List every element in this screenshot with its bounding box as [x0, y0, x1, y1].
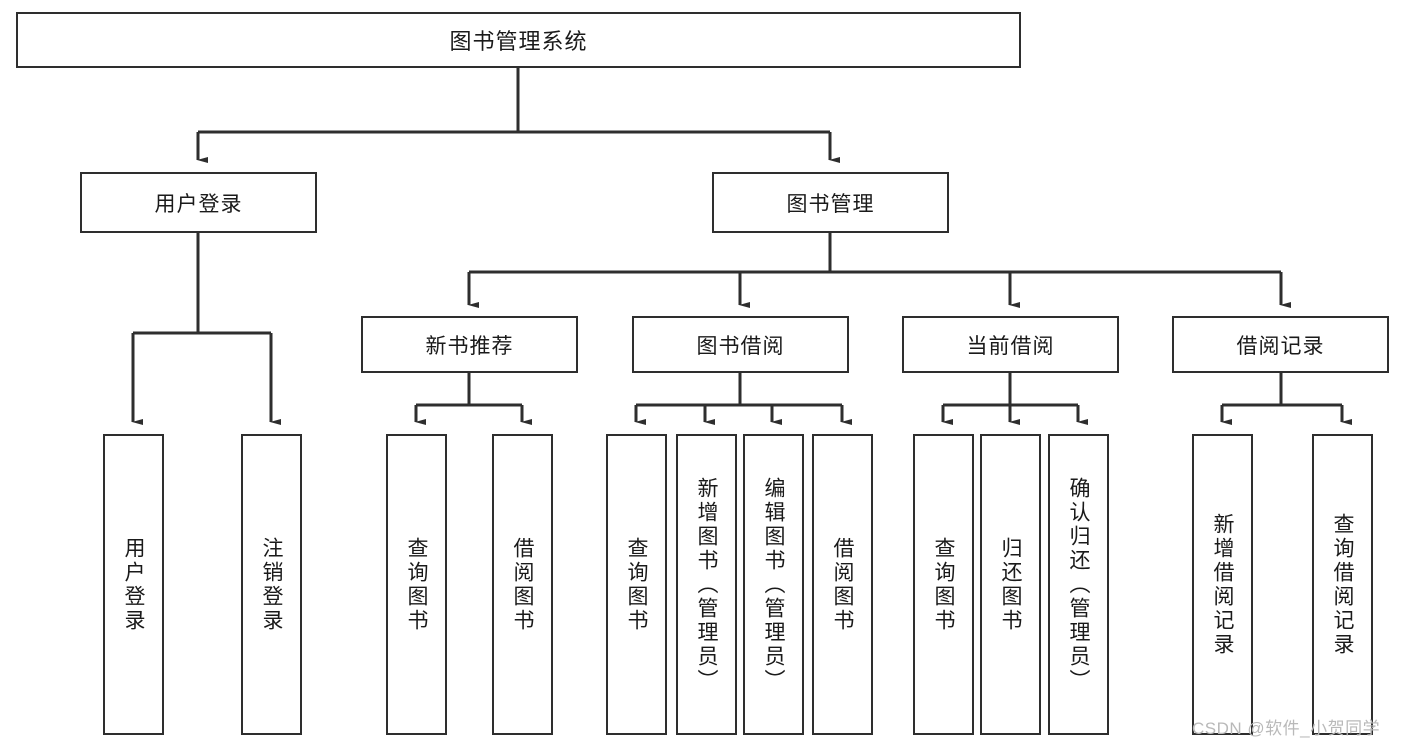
leaf-node-borrow-book-1[interactable]: 借阅图书 — [492, 434, 553, 735]
leaf-label: 新增借阅记录 — [1211, 512, 1234, 657]
watermark: CSDN @软件_小贺同学 — [1192, 719, 1381, 738]
node-book-borrow[interactable]: 图书借阅 — [632, 316, 849, 373]
leaf-label: 归还图书 — [999, 536, 1022, 633]
node-book-management[interactable]: 图书管理 — [712, 172, 949, 233]
leaf-label: 用户登录 — [122, 536, 145, 633]
leaf-label: 查询借阅记录 — [1331, 512, 1354, 657]
node-root-system[interactable]: 图书管理系统 — [16, 12, 1021, 68]
leaf-label: 新增图书（管理员） — [695, 476, 718, 693]
leaf-label: 借阅图书 — [831, 536, 854, 633]
leaf-node-query-book-2[interactable]: 查询图书 — [606, 434, 667, 735]
node-user-login[interactable]: 用户登录 — [80, 172, 317, 233]
leaf-label: 编辑图书（管理员） — [762, 476, 785, 693]
leaf-label: 查询图书 — [405, 536, 428, 633]
leaf-node-confirm-return[interactable]: 确认归还（管理员） — [1048, 434, 1109, 735]
leaf-node-add-book[interactable]: 新增图书（管理员） — [676, 434, 737, 735]
leaf-node-query-book-3[interactable]: 查询图书 — [913, 434, 974, 735]
leaf-label: 确认归还（管理员） — [1067, 476, 1090, 693]
leaf-label: 查询图书 — [932, 536, 955, 633]
leaf-label: 借阅图书 — [511, 536, 534, 633]
node-borrow-record[interactable]: 借阅记录 — [1172, 316, 1389, 373]
node-new-book-recommend[interactable]: 新书推荐 — [361, 316, 578, 373]
leaf-label: 查询图书 — [625, 536, 648, 633]
node-current-borrow[interactable]: 当前借阅 — [902, 316, 1119, 373]
leaf-node-user-login[interactable]: 用户登录 — [103, 434, 164, 735]
leaf-node-borrow-book-2[interactable]: 借阅图书 — [812, 434, 873, 735]
leaf-node-edit-book[interactable]: 编辑图书（管理员） — [743, 434, 804, 735]
leaf-node-logout[interactable]: 注销登录 — [241, 434, 302, 735]
leaf-node-return-book[interactable]: 归还图书 — [980, 434, 1041, 735]
leaf-label: 注销登录 — [260, 536, 283, 633]
leaf-node-query-record[interactable]: 查询借阅记录 — [1312, 434, 1373, 735]
leaf-node-add-record[interactable]: 新增借阅记录 — [1192, 434, 1253, 735]
leaf-node-query-book-1[interactable]: 查询图书 — [386, 434, 447, 735]
